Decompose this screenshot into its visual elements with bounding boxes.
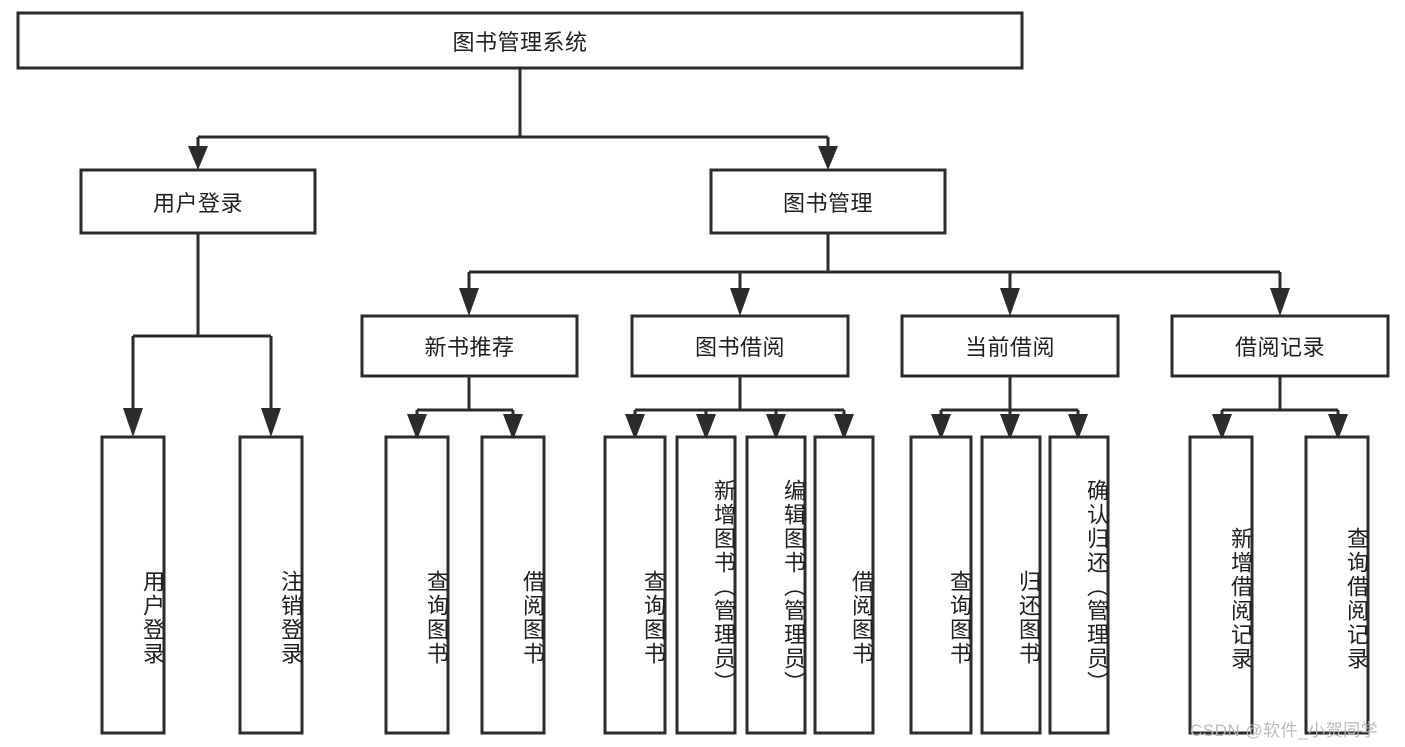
node-box-leaf-r2[interactable] [1304, 435, 1370, 735]
arrow-icon-leaf-b2 [696, 414, 716, 440]
arrow-icon-book-manage [818, 146, 838, 170]
arrow-icon-new-book [459, 288, 479, 316]
node-box-leaf-u1[interactable] [100, 435, 166, 735]
node-box-leaf-b4[interactable] [813, 435, 875, 735]
arrow-icon-current-borrow [1000, 288, 1020, 316]
csdn-watermark: CSDN @软件_小贺同学 [1190, 721, 1379, 740]
arrow-icon-user-login [188, 146, 208, 170]
arrow-icon-leaf-n2 [503, 414, 523, 440]
node-box-leaf-b3[interactable] [745, 435, 807, 735]
node-box-borrow-record[interactable] [1170, 314, 1390, 378]
arrow-icon-borrow-record [1270, 288, 1290, 316]
arrow-icon-leaf-u2 [261, 408, 281, 437]
connector-group-bookborrow-to-leaves [625, 376, 854, 440]
node-box-book-borrow[interactable] [630, 314, 850, 378]
connector-group-userlogin-to-leaves [123, 233, 281, 437]
node-box-leaf-n1[interactable] [384, 435, 450, 735]
arrow-icon-leaf-b1 [625, 414, 645, 440]
connector-group-borrowrecord-to-leaves [1212, 376, 1348, 440]
arrow-icon-leaf-c1 [931, 414, 951, 440]
connector-group-currentborrow-to-leaves [931, 376, 1088, 440]
connector-group-newbook-to-leaves [407, 376, 523, 440]
arrow-icon-leaf-b4 [834, 414, 854, 440]
node-box-leaf-n2[interactable] [480, 435, 546, 735]
node-box-current-borrow[interactable] [900, 314, 1120, 378]
connector-group-bookmanage-to-level3 [459, 233, 1290, 316]
connector-group-root-to-level2 [188, 68, 838, 170]
arrow-icon-leaf-c3 [1068, 414, 1088, 440]
node-box-leaf-c3[interactable] [1048, 435, 1110, 735]
arrow-icon-leaf-n1 [407, 414, 427, 440]
arrow-icon-leaf-u1 [123, 408, 143, 437]
node-box-new-book-recommend[interactable] [360, 314, 579, 378]
node-box-leaf-c1[interactable] [909, 435, 973, 735]
node-box-leaf-r1[interactable] [1188, 435, 1254, 735]
node-box-root[interactable] [16, 11, 1024, 70]
arrow-icon-leaf-r2 [1328, 414, 1348, 440]
node-box-leaf-b1[interactable] [603, 435, 667, 735]
node-box-leaf-b2[interactable] [675, 435, 737, 735]
node-box-user-login[interactable] [79, 168, 317, 235]
node-box-leaf-c2[interactable] [980, 435, 1042, 735]
node-box-leaf-u2[interactable] [238, 435, 304, 735]
arrow-icon-leaf-c2 [1000, 414, 1020, 440]
node-box-book-manage[interactable] [709, 168, 947, 235]
arrow-icon-leaf-r1 [1212, 414, 1232, 440]
arrow-icon-leaf-b3 [766, 414, 786, 440]
arrow-icon-book-borrow [730, 288, 750, 316]
